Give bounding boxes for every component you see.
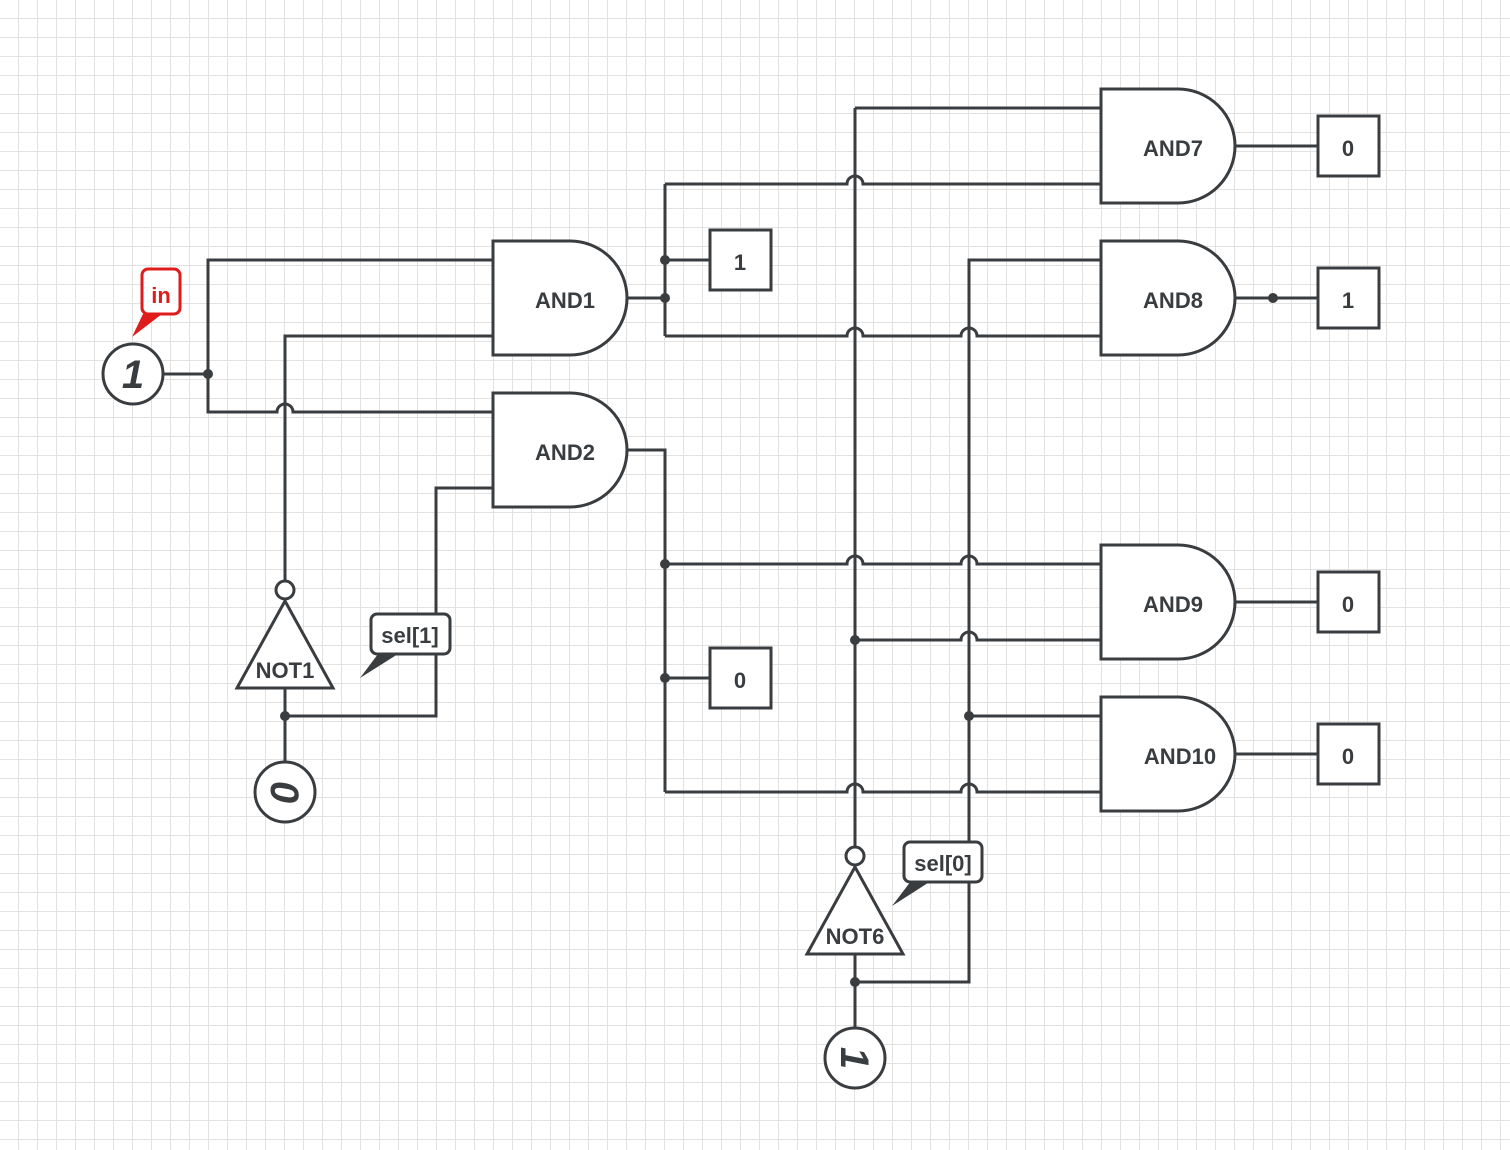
- wire-and2-to-and10[interactable]: [665, 782, 1101, 794]
- wire-and2-out[interactable]: [627, 448, 667, 792]
- input-sel0-switch[interactable]: 1: [823, 1026, 887, 1090]
- output-and10: 0: [1316, 722, 1381, 786]
- and7-label: AND7: [1143, 136, 1203, 161]
- output-and7: 0: [1316, 114, 1381, 178]
- junction-and2-probe: [660, 673, 670, 683]
- and8-gate[interactable]: AND8: [1099, 239, 1237, 357]
- wire-and1-to-and8[interactable]: [665, 326, 1101, 338]
- and2-gate[interactable]: AND2: [491, 391, 629, 509]
- input-in-value: 1: [122, 353, 144, 397]
- tag-in: in: [132, 267, 182, 337]
- output-and9: 0: [1316, 570, 1381, 634]
- probe-and2-out: 0: [708, 646, 773, 710]
- junction-sel1: [280, 711, 290, 721]
- input-sel1-switch[interactable]: 0: [253, 760, 317, 824]
- wire-not1-to-and1[interactable]: [283, 334, 493, 581]
- input-sel1-value: 0: [262, 781, 306, 803]
- output-and10-value: 0: [1342, 744, 1354, 769]
- junction-and2-bus: [660, 559, 670, 569]
- not1-gate[interactable]: NOT1: [234, 579, 336, 690]
- and1-label: AND1: [535, 288, 595, 313]
- junction-sel0: [850, 977, 860, 987]
- not1-label: NOT1: [256, 658, 315, 683]
- and2-label: AND2: [535, 440, 595, 465]
- tag-sel1: sel[1]: [360, 612, 452, 678]
- tag-sel0-text: sel[0]: [914, 851, 971, 876]
- output-and9-value: 0: [1342, 592, 1354, 617]
- junctions: [203, 255, 1278, 987]
- junction-and8-out: [1268, 293, 1278, 303]
- wire-sel1-to-and2[interactable]: [283, 486, 493, 762]
- and9-gate[interactable]: AND9: [1099, 543, 1237, 661]
- and9-label: AND9: [1143, 592, 1203, 617]
- wire-sel0-bus[interactable]: [855, 258, 1101, 984]
- junction-sel0-and10: [964, 711, 974, 721]
- probe-and2-value: 0: [734, 668, 746, 693]
- input-in-switch[interactable]: 1: [101, 342, 165, 406]
- not6-gate[interactable]: NOT6: [804, 845, 906, 956]
- and1-gate[interactable]: AND1: [491, 239, 629, 357]
- wire-in-to-and2[interactable]: [206, 374, 493, 414]
- wire-and1-to-and7[interactable]: [665, 174, 1101, 186]
- and7-gate[interactable]: AND7: [1099, 87, 1237, 205]
- wire-in-to-and1[interactable]: [206, 258, 493, 374]
- junction-and1-probe: [660, 255, 670, 265]
- wire-and2-to-and9[interactable]: [665, 554, 1101, 566]
- output-and8: 1: [1316, 266, 1381, 330]
- output-and7-value: 0: [1342, 136, 1354, 161]
- tag-sel1-text: sel[1]: [381, 623, 438, 648]
- wires: [163, 106, 1318, 1028]
- and10-gate[interactable]: AND10: [1099, 695, 1237, 813]
- probe-and1-value: 1: [734, 250, 746, 275]
- wire-not6-to-and9[interactable]: [855, 630, 1101, 642]
- input-sel0-value: 1: [832, 1047, 876, 1069]
- tag-in-text: in: [151, 283, 171, 308]
- and8-label: AND8: [1143, 288, 1203, 313]
- junction-in: [203, 369, 213, 379]
- probe-and1-out: 1: [708, 228, 773, 292]
- output-and8-value: 1: [1342, 288, 1354, 313]
- junction-not6-and9: [850, 635, 860, 645]
- and10-label: AND10: [1144, 744, 1216, 769]
- tag-sel0: sel[0]: [892, 840, 984, 906]
- not6-label: NOT6: [826, 924, 885, 949]
- junction-and1-out: [660, 293, 670, 303]
